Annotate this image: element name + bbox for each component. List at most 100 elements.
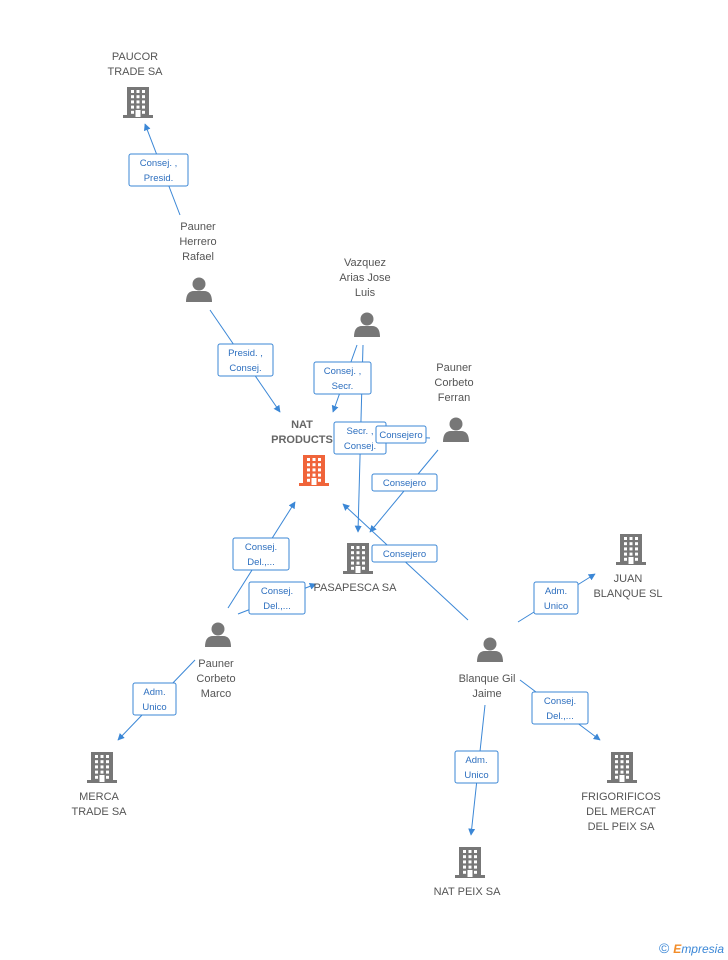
brand-name: mpresia bbox=[681, 942, 724, 956]
building-icon bbox=[123, 87, 153, 118]
edge-label-text: Consej. bbox=[544, 696, 576, 707]
edge-label-text: Del.,... bbox=[247, 557, 274, 568]
edge-label-box bbox=[454, 750, 499, 784]
node-label: Herrero bbox=[179, 236, 216, 248]
edge-label-box bbox=[132, 682, 177, 716]
edge-label-e7[interactable]: Consej. Del.,... bbox=[232, 537, 290, 571]
node-label: Corbeto bbox=[434, 377, 473, 389]
node-label: Vazquez bbox=[344, 257, 386, 269]
edge-label-text: Adm. bbox=[465, 755, 487, 766]
person-icon bbox=[443, 417, 469, 442]
edge-labels-layer: Consej. ,Presid.Presid. ,Consej.Consej. … bbox=[128, 153, 589, 784]
edge-label-e4[interactable]: Secr. , Consej. bbox=[333, 421, 387, 455]
node-label: FRIGORIFICOS bbox=[581, 791, 660, 803]
node-label: PRODUCTS bbox=[271, 434, 333, 446]
edge-label-e8[interactable]: Consej.Del.,... bbox=[248, 581, 306, 615]
node-label: TRADE SA bbox=[71, 806, 127, 818]
edge-label-e5[interactable]: Consejero bbox=[375, 425, 427, 444]
node-label: Jaime bbox=[472, 688, 501, 700]
node-nat[interactable]: NAT PRODUCTS bbox=[271, 419, 333, 486]
node-label: Blanque Gil bbox=[459, 673, 516, 685]
building-icon bbox=[87, 752, 117, 783]
edge-label-text: Del.,... bbox=[546, 711, 573, 722]
node-pasapesca[interactable]: PASAPESCA SA bbox=[314, 543, 398, 594]
node-label: NAT PEIX SA bbox=[434, 886, 502, 898]
copyright-icon: © bbox=[658, 940, 670, 956]
edge-label-e12[interactable]: Consej. Del.,... bbox=[531, 691, 589, 725]
person-icon bbox=[354, 312, 380, 337]
edge-label-box bbox=[375, 425, 427, 444]
edge-label-text: Secr. bbox=[332, 381, 354, 392]
node-label: BLANQUE SL bbox=[593, 588, 662, 600]
edge-label-text: Consej. bbox=[344, 441, 376, 452]
edge-label-text: Del.,... bbox=[263, 601, 290, 612]
node-paucor[interactable]: PAUCOR TRADE SA bbox=[107, 51, 163, 118]
edge-label-text: Adm. bbox=[143, 687, 165, 698]
edge-label-text: Consejero bbox=[379, 430, 422, 441]
building-icon bbox=[616, 534, 646, 565]
node-label: Corbeto bbox=[196, 673, 235, 685]
building-icon bbox=[607, 752, 637, 783]
edge-label-box bbox=[371, 473, 438, 492]
node-label: Pauner bbox=[436, 362, 472, 374]
edge-label-box bbox=[531, 691, 589, 725]
node-label: MERCA bbox=[79, 791, 119, 803]
node-label: DEL MERCAT bbox=[586, 806, 656, 818]
edge-label-text: Unico bbox=[544, 601, 568, 612]
edge-label-text: Consej. bbox=[245, 542, 277, 553]
footer-brand: ©Empresia bbox=[659, 940, 724, 956]
node-label: Arias Jose bbox=[339, 272, 390, 284]
edge-label-box bbox=[217, 343, 274, 377]
edge-label-text: Secr. , bbox=[347, 426, 374, 437]
brand-initial: E bbox=[673, 942, 682, 956]
node-label: Ferran bbox=[438, 392, 470, 404]
node-juan[interactable]: JUAN BLANQUE SL bbox=[593, 534, 663, 600]
node-label: JUAN bbox=[614, 573, 643, 585]
edge-label-text: Consejero bbox=[383, 549, 426, 560]
edge-label-e3[interactable]: Consej. , Secr. bbox=[313, 361, 372, 395]
edge-label-text: Consej. , bbox=[324, 366, 362, 377]
edge-label-box bbox=[232, 537, 290, 571]
node-merca[interactable]: MERCA TRADE SA bbox=[71, 752, 127, 818]
person-icon bbox=[205, 622, 231, 647]
node-label: Pauner bbox=[180, 221, 216, 233]
edge-label-e13[interactable]: Adm. Unico bbox=[454, 750, 499, 784]
edge-label-e2[interactable]: Presid. ,Consej. bbox=[217, 343, 274, 377]
node-label: PASAPESCA SA bbox=[314, 582, 398, 594]
node-label: PAUCOR bbox=[112, 51, 158, 63]
edge-label-box bbox=[128, 153, 189, 187]
node-label: TRADE SA bbox=[107, 66, 163, 78]
edge-label-e9[interactable]: Adm.Unico bbox=[132, 682, 177, 716]
node-label: Pauner bbox=[198, 658, 234, 670]
edge-label-text: Presid. bbox=[144, 173, 174, 184]
edge-label-e11[interactable]: Adm. Unico bbox=[533, 581, 579, 615]
edge-label-text: Presid. , bbox=[228, 348, 263, 359]
edge-label-text: Consejero bbox=[383, 478, 426, 489]
edge-label-e10[interactable]: Consejero bbox=[371, 544, 438, 563]
edge-label-box bbox=[371, 544, 438, 563]
edge-label-text: Adm. bbox=[545, 586, 567, 597]
node-label: DEL PEIX SA bbox=[588, 821, 656, 833]
building-icon bbox=[455, 847, 485, 878]
node-label: Marco bbox=[201, 688, 232, 700]
person-icon bbox=[477, 637, 503, 662]
person-icon bbox=[186, 277, 212, 302]
edge-label-e6[interactable]: Consejero bbox=[371, 473, 438, 492]
edge-label-box bbox=[248, 581, 306, 615]
edge-label-text: Unico bbox=[464, 770, 488, 781]
node-label: Luis bbox=[355, 287, 376, 299]
node-frigo[interactable]: FRIGORIFICOS DEL MERCAT DEL PEIX SA bbox=[581, 752, 661, 833]
building-icon bbox=[299, 455, 329, 486]
edge-label-box bbox=[533, 581, 579, 615]
node-natpeix[interactable]: NAT PEIX SA bbox=[434, 847, 502, 898]
edge-label-e1[interactable]: Consej. , Presid. bbox=[128, 153, 189, 187]
node-label: NAT bbox=[291, 419, 313, 431]
edge-label-text: Consej. , bbox=[140, 158, 178, 169]
